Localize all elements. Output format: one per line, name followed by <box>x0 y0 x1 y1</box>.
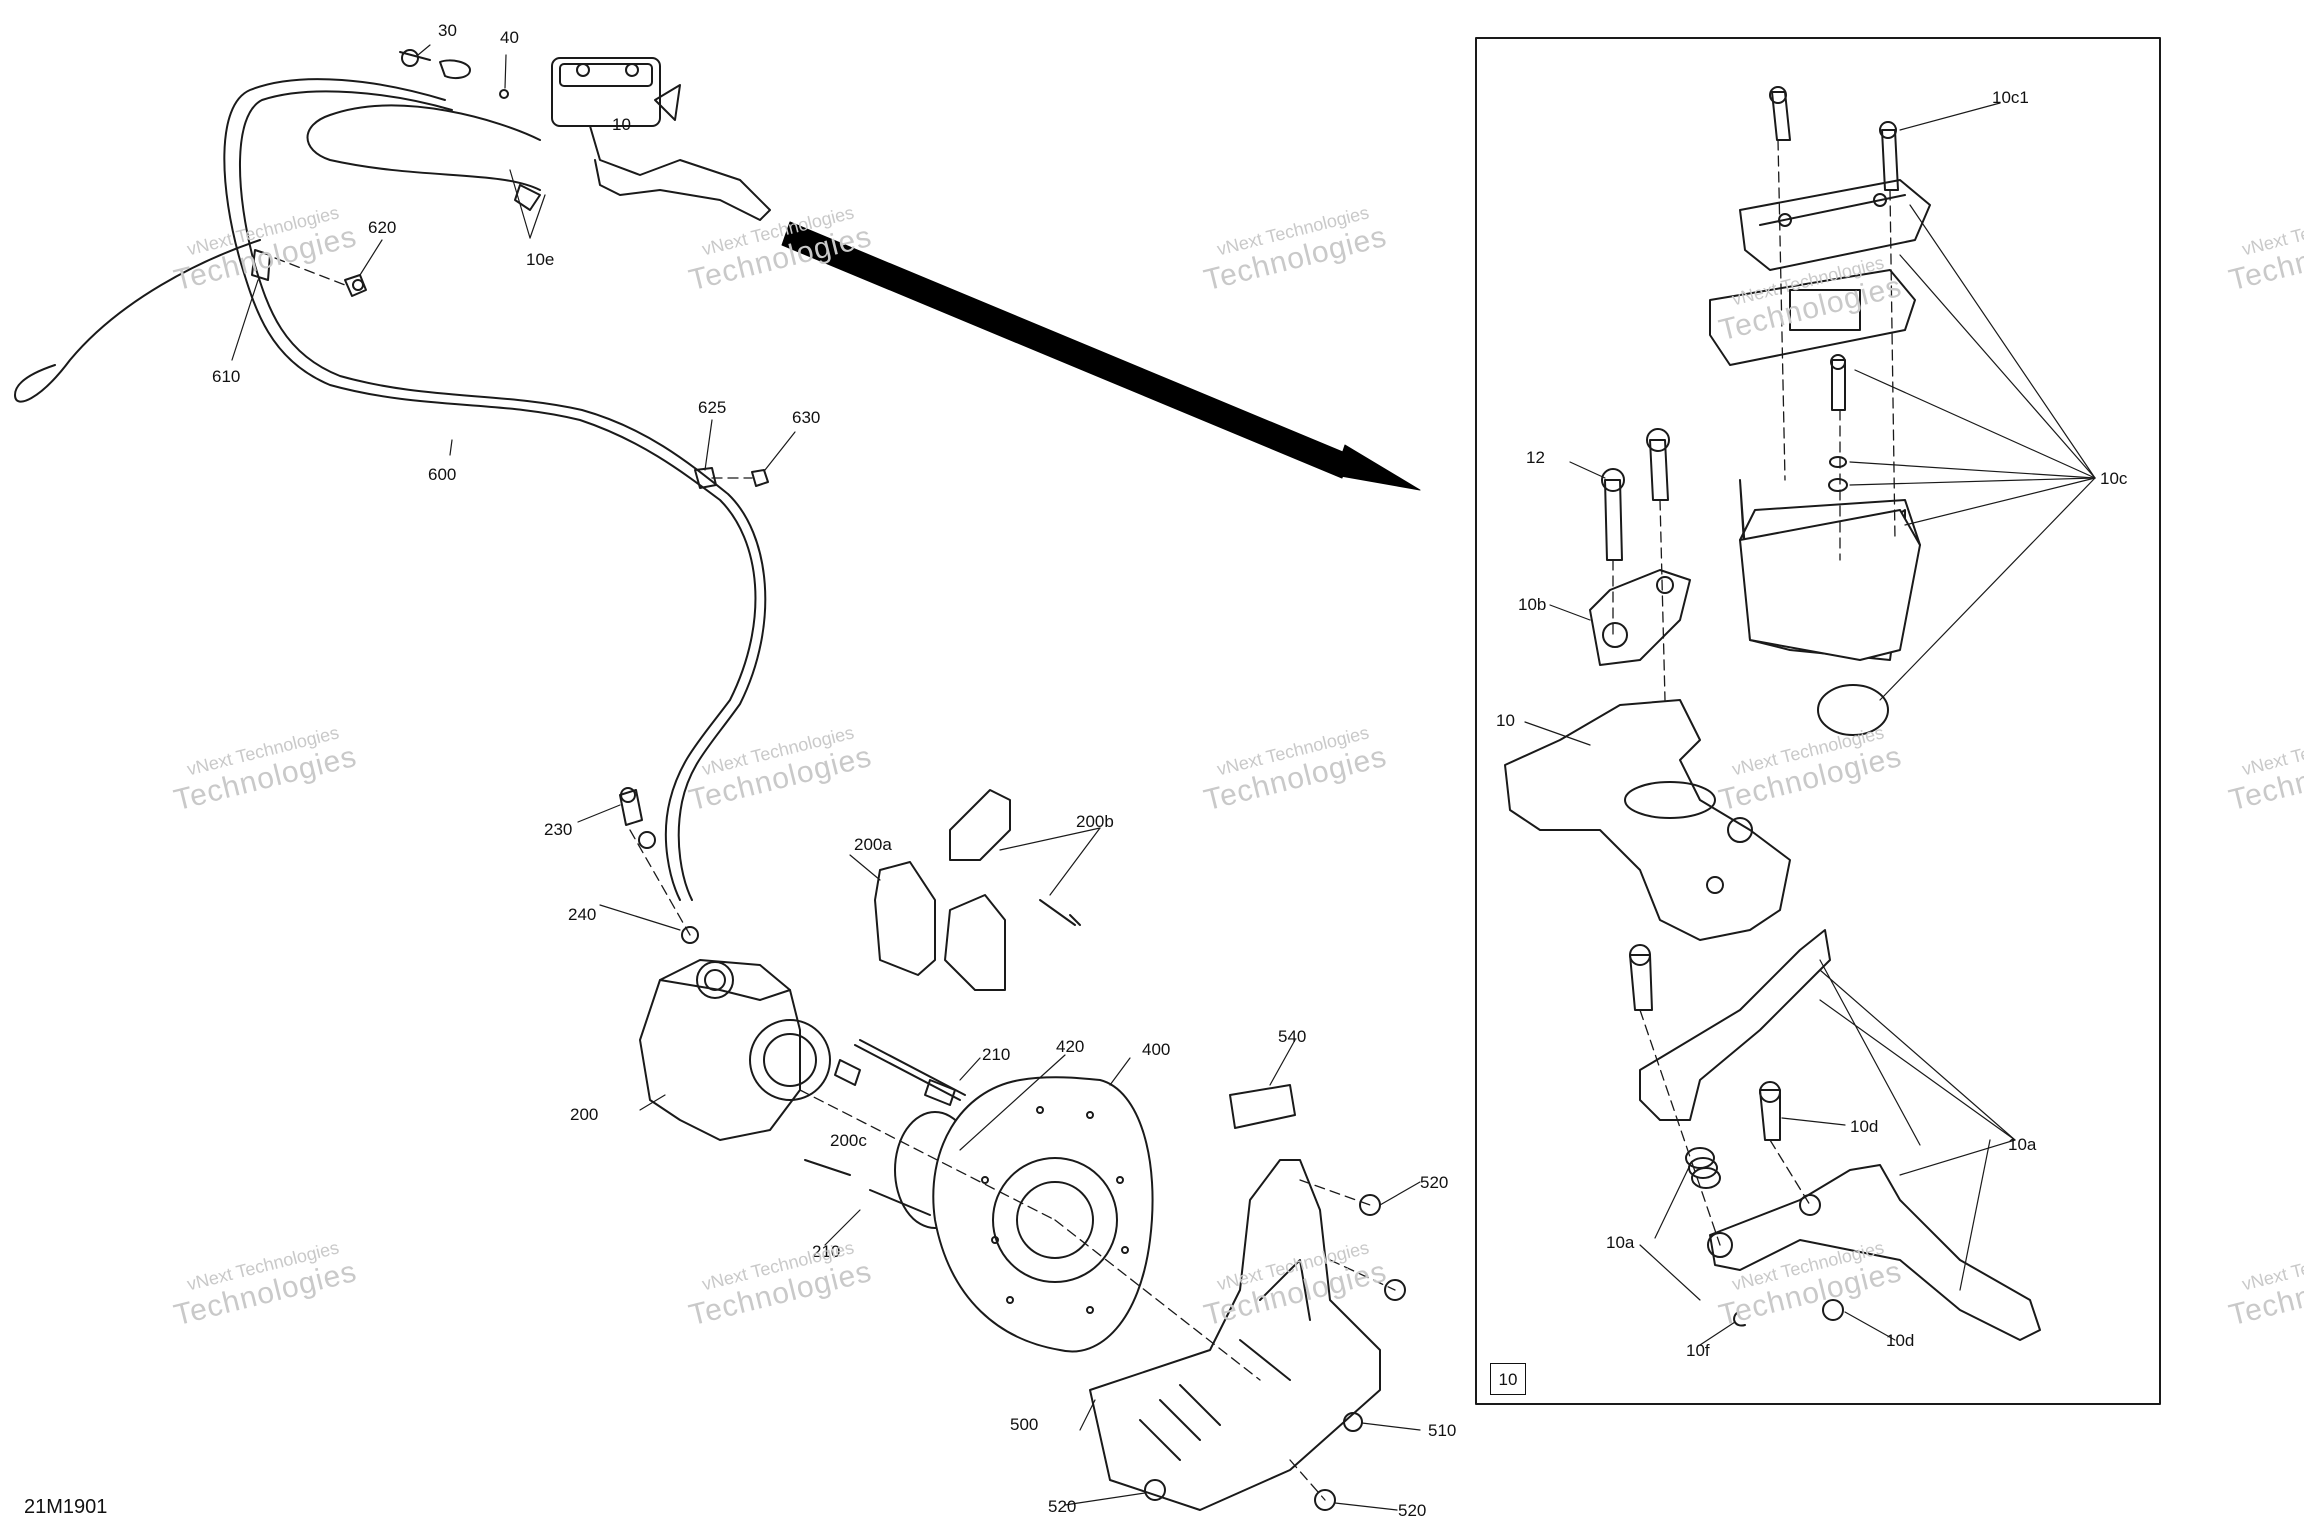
caliper-200 <box>639 959 831 1141</box>
detail-callout-10d-lower: 10d <box>1886 1331 1914 1350</box>
clip-10f <box>1733 1311 1746 1327</box>
callout-230: 230 <box>544 820 572 839</box>
callout-200a: 200a <box>854 835 892 854</box>
washer-240 <box>638 831 699 944</box>
screws-10c1 <box>1769 86 1899 492</box>
callout-210-lower: 210 <box>812 1242 840 1261</box>
callout-610: 610 <box>212 367 240 386</box>
callout-510: 510 <box>1428 1421 1456 1440</box>
callout-540: 540 <box>1278 1027 1306 1046</box>
callout-600: 600 <box>428 465 456 484</box>
callout-240: 240 <box>568 905 596 924</box>
callout-labels: 30 40 10 10e 620 610 600 625 630 230 240… <box>212 21 2128 1520</box>
clamp-bolts-12 <box>1601 428 1670 561</box>
detail-callout-10f: 10f <box>1686 1341 1710 1360</box>
callout-210-upper: 210 <box>982 1045 1010 1064</box>
callout-520-bottom-right: 520 <box>1398 1501 1426 1520</box>
reservoir-cap-10c <box>1709 179 1931 736</box>
bleeder-200c <box>834 1059 861 1086</box>
bolt-620 <box>344 274 367 297</box>
callout-400: 400 <box>1142 1040 1170 1059</box>
detail-assembly-lines <box>1612 139 1896 1246</box>
callout-630: 630 <box>792 408 820 427</box>
detail-frame <box>1475 37 2161 1405</box>
detail-callout-10: 10 <box>1496 711 1515 730</box>
lever-10a <box>1639 929 2041 1341</box>
disc-guard-500 <box>1089 1159 1381 1511</box>
diagram-code: 21M1901 <box>24 1496 108 1518</box>
leader-lines <box>231 44 2096 1511</box>
callout-10: 10 <box>612 115 631 134</box>
callout-30: 30 <box>438 21 457 40</box>
detail-callout-10b: 10b <box>1518 595 1546 614</box>
detail-callout-12: 12 <box>1526 448 1545 467</box>
detail-callout-10c1: 10c1 <box>1992 88 2029 107</box>
master-cylinder-body-10 <box>1504 699 1791 941</box>
detail-arrow <box>781 221 1421 491</box>
screw-510 <box>1343 1412 1363 1432</box>
bolts-210 <box>804 1039 966 1216</box>
callout-200: 200 <box>570 1105 598 1124</box>
brake-hose <box>223 78 767 901</box>
pivot-10d <box>1629 944 1844 1321</box>
clamp-10b <box>1589 569 1691 666</box>
decal-540 <box>1229 1084 1296 1129</box>
pad-spring-200b <box>949 789 1081 926</box>
callout-500: 500 <box>1010 1415 1038 1434</box>
callout-620: 620 <box>368 218 396 237</box>
master-cylinder-assembly <box>399 49 771 221</box>
callout-520-bottom-left: 520 <box>1048 1497 1076 1516</box>
brake-pads-200a <box>874 861 1006 991</box>
callout-40: 40 <box>500 28 519 47</box>
callout-625: 625 <box>698 398 726 417</box>
hose-clip-625 <box>694 467 717 489</box>
sensor-wire <box>14 239 261 403</box>
callout-420: 420 <box>1056 1037 1084 1056</box>
nuts-520 <box>1144 1194 1406 1511</box>
spring-10a <box>1685 1147 1721 1189</box>
detail-callout-10d-upper: 10d <box>1850 1117 1878 1136</box>
nut-630 <box>751 469 769 487</box>
hose-clamp-610 <box>251 249 271 281</box>
detail-callout-10a-right: 10a <box>2008 1135 2037 1154</box>
callout-520-right: 520 <box>1420 1173 1448 1192</box>
callout-200b: 200b <box>1076 812 1114 831</box>
detail-callout-10c: 10c <box>2100 469 2128 488</box>
banjo-bolt-230 <box>619 787 643 826</box>
detail-callout-10a-left: 10a <box>1606 1233 1635 1252</box>
callout-200c: 200c <box>830 1131 867 1150</box>
callout-10e: 10e <box>526 250 554 269</box>
detail-box-label: 10 <box>1490 1363 1526 1395</box>
assembly-lines <box>274 257 1396 1501</box>
